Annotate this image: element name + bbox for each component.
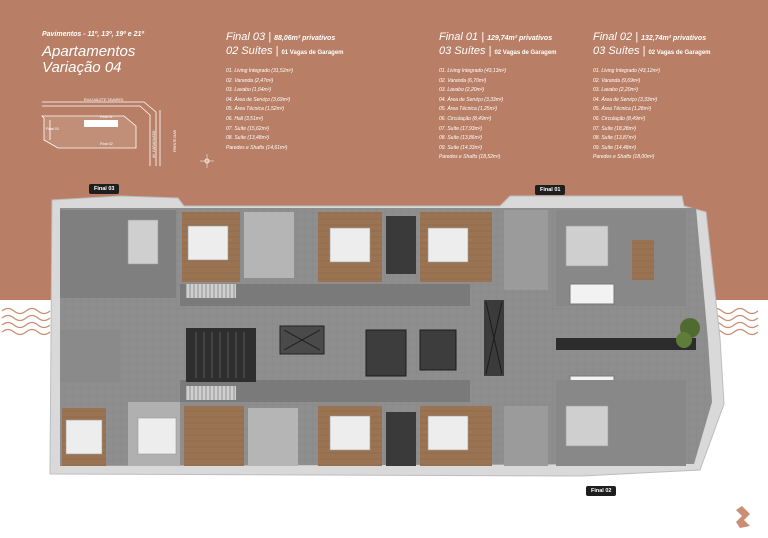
room-item: 04. Área de Serviço (3,69m²) [226, 96, 291, 103]
room-item: 01. Living Integrado (31,52m²) [226, 68, 293, 74]
room-item: 03. Lavabo (1,64m²) [226, 87, 272, 94]
site-final-03: Final 03 [46, 127, 59, 131]
room-item: 04. Área de Serviço (3,33m²) [593, 96, 658, 103]
room-list: 01. Living Integrado (43,12m²) 02. Varan… [593, 67, 711, 163]
room-item: Paredes e Shafts (14,61m²) [226, 144, 288, 151]
room-item: 09. Suíte (14,33m²) [439, 144, 483, 151]
room-item: 07. Suíte (17,93m²) [439, 125, 483, 132]
bed-icon [187, 225, 229, 261]
closet-bottom [386, 412, 416, 466]
unit-heading: Final 03 | 88,06m² privativos [226, 31, 336, 43]
room-list: 01. Living Integrado (43,13m²) 02. Varan… [439, 67, 557, 163]
service-final-03 [60, 330, 120, 382]
room-item: 02. Varanda (6,70m²) [439, 77, 487, 84]
bed-icon [329, 415, 371, 451]
bath-top-1 [244, 212, 294, 278]
room-item: 06. Circulação (8,49m²) [593, 115, 646, 122]
site-final-01: Final 01 [100, 115, 113, 119]
street-label: RUA DALETE TAVARES [84, 98, 124, 102]
room-item: 09. Suíte (14,48m²) [593, 144, 637, 151]
room-item: 08. Suíte (13,86m²) [439, 135, 483, 142]
room-item: 02. Varanda (9,69m²) [593, 77, 641, 84]
site-final-02: Final 02 [100, 142, 113, 146]
tag-final-02: Final 02 [586, 486, 617, 496]
room-item: 04. Área de Serviço (3,33m²) [439, 96, 504, 103]
bed-icon [329, 227, 371, 263]
corridor-bottom [180, 380, 470, 402]
room-list: 01. Living Integrado (31,52m²) 02. Varan… [226, 67, 344, 153]
facade-label: FRENTE MAR [173, 129, 177, 152]
unit-block-highlight [84, 120, 118, 127]
bed-icon [65, 419, 103, 455]
room-item: 05. Área Técnica (1,25m²) [439, 106, 498, 113]
room-item: 08. Suíte (13,87m²) [593, 135, 637, 142]
corridor-top [180, 284, 470, 306]
avenue-label: AV. CARAGUATAÍ [152, 131, 156, 158]
service-final-02 [504, 406, 548, 466]
plant-icon [676, 318, 700, 348]
title-line-1: Apartamentos [42, 43, 136, 60]
unit-subheading: 03 Suítes | 02 Vagas de Garagem [593, 45, 711, 57]
suite-09-bottom [184, 406, 244, 466]
floor-plan [49, 195, 725, 477]
room-item: 02. Varanda (2,47m²) [226, 77, 274, 84]
room-item: 06. Circulação (8,49m²) [439, 115, 492, 122]
bed-icon [427, 227, 469, 263]
brand-logo-icon [736, 506, 750, 528]
unit-subheading: 03 Suítes | 02 Vagas de Garagem [439, 45, 557, 57]
north-arrow-icon [200, 154, 214, 168]
bed-icon [137, 417, 177, 455]
room-item: 01. Living Integrado (43,12m²) [593, 68, 660, 74]
room-item: Paredes e Shafts (18,52m²) [439, 154, 501, 161]
room-item: 05. Área Técnica (1,28m²) [593, 106, 652, 113]
bath-bottom-1 [248, 408, 298, 466]
core-lobby [365, 329, 407, 377]
room-item: 08. Suíte (13,48m²) [226, 135, 270, 142]
unit-heading: Final 02 | 132,74m² privativos [593, 31, 707, 43]
unit-final-01: Final 01 | 129,74m² privativos 03 Suítes… [439, 31, 557, 163]
room-item: 07. Suíte (18,28m²) [593, 125, 637, 132]
sofa-icon [565, 225, 609, 267]
room-item: Paredes e Shafts (18,00m²) [593, 154, 655, 161]
site-key-plan: RUA DALETE TAVARES Final 01 Final 03 Fin… [41, 98, 177, 166]
unit-subheading: 02 Suítes | 01 Vagas de Garagem [226, 45, 344, 57]
room-item: 01. Living Integrado (43,13m²) [439, 68, 506, 74]
tag-final-01: Final 01 [535, 185, 566, 195]
room-item: 06. Hall (3,51m²) [226, 115, 264, 122]
sofa-icon [127, 219, 159, 265]
room-item: 03. Lavabo (2,20m²) [593, 87, 639, 94]
unit-heading: Final 01 | 129,74m² privativos [439, 31, 553, 43]
sofa-icon [565, 405, 609, 447]
living-final-03 [60, 210, 176, 298]
unit-final-02: Final 02 | 132,74m² privativos 03 Suítes… [593, 31, 711, 163]
title-line-2: Variação 04 [42, 59, 122, 76]
page-title: Apartamentos Variação 04 [42, 44, 135, 76]
kitchen-island-final-01 [569, 283, 615, 305]
closet-top [386, 216, 416, 274]
floors-label: Pavimentos - 11º, 13º, 19º e 21º [42, 31, 144, 38]
wave-pattern-left [1, 307, 51, 336]
unit-final-03: Final 03 | 88,06m² privativos 02 Suítes … [226, 31, 344, 153]
dining-table-final-01 [632, 240, 654, 280]
service-final-01 [504, 210, 548, 290]
tag-final-03: Final 03 [89, 184, 120, 194]
room-item: 03. Lavabo (2,20m²) [439, 87, 485, 94]
kitchen-counter-dark [556, 338, 696, 350]
room-item: 07. Suíte (15,62m²) [226, 125, 270, 132]
room-item: 05. Área Técnica (1,52m²) [226, 106, 285, 113]
bed-icon [427, 415, 469, 451]
